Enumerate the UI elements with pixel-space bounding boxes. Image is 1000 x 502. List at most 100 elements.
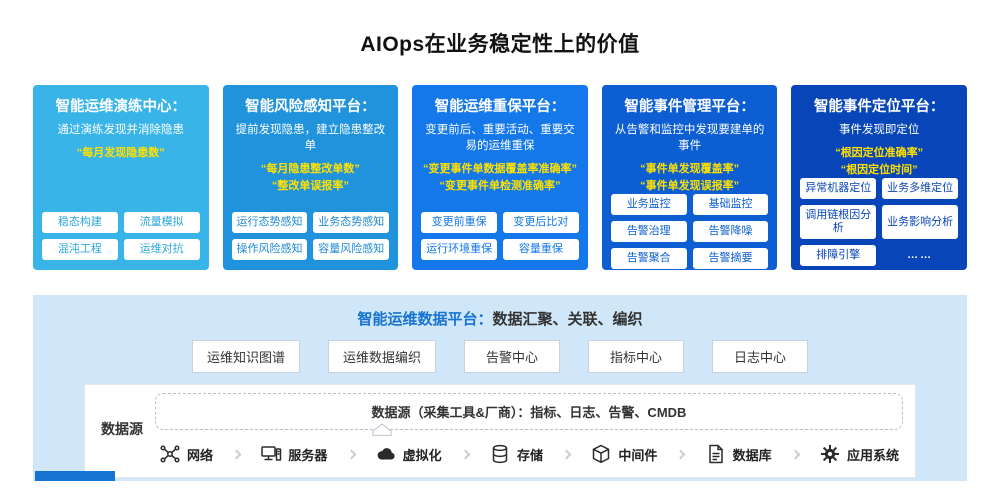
source-label-text: 网络 xyxy=(187,447,214,463)
panel-button-grid: 业务监控 基础监控 告警治理 告警降噪 告警聚合 告警摘要 xyxy=(610,194,769,270)
accent-bar xyxy=(35,471,115,481)
metric-text: “整改单误报率” xyxy=(271,179,349,192)
panel-button[interactable]: 容量风险感知 xyxy=(313,239,390,260)
virtualization-cloud-icon xyxy=(375,443,397,465)
platform-button-log-center[interactable]: 日志中心 xyxy=(712,340,809,373)
panel-button[interactable]: 异常机器定位 xyxy=(800,178,877,200)
database-file-icon xyxy=(705,443,727,465)
panel-title: 智能运维重保平台： xyxy=(434,99,566,115)
source-item-server: 服务器 xyxy=(260,443,327,465)
source-label-text: 服务器 xyxy=(288,447,328,463)
chevron-right-icon xyxy=(231,449,242,459)
platform-button-knowledge-graph[interactable]: 运维知识图谱 xyxy=(191,340,300,373)
metric-text: “变更事件单数据覆盖率准确率” xyxy=(422,163,577,176)
data-platform-section: 智能运维数据平台：数据汇聚、关联、编织 运维知识图谱 运维数据编织 告警中心 指… xyxy=(33,295,967,481)
platform-button-metric-center[interactable]: 指标中心 xyxy=(588,340,685,373)
collector-banner-text: 数据源（采集工具&厂商）：指标、日志、告警、CMDB xyxy=(371,405,687,420)
panel-subtitle: 变更前后、重要活动、重要交易的运维重保 xyxy=(425,124,575,153)
panel-button[interactable]: 业务多维定位 xyxy=(882,178,958,200)
metric-text: “每月发现隐患数” xyxy=(76,147,165,160)
panel-incident-location: 智能事件定位平台： 事件发现即定位 “根因定位准确率” “根因定位时间” 异常机… xyxy=(791,85,967,270)
panel-button[interactable]: 业务监控 xyxy=(610,194,687,216)
panel-button[interactable]: 排障引擎 xyxy=(800,245,877,267)
data-platform-title-strong: 智能运维数据平台： xyxy=(357,311,493,328)
source-item-middleware: 中间件 xyxy=(590,443,657,465)
panel-metrics: “事件单发现覆盖率” “事件单发现误报率” xyxy=(611,161,769,194)
panel-button[interactable]: 运行态势感知 xyxy=(231,212,308,233)
platform-button-alert-center[interactable]: 告警中心 xyxy=(464,340,561,373)
panel-button[interactable]: 调用链根因分析 xyxy=(800,205,877,240)
panel-title: 智能运维演练中心： xyxy=(55,99,187,115)
source-label-text: 虚拟化 xyxy=(402,447,442,463)
panel-button[interactable]: 基础监控 xyxy=(692,194,769,216)
collector-banner: 数据源（采集工具&厂商）：指标、日志、告警、CMDB xyxy=(155,393,903,437)
panel-button[interactable]: 容量重保 xyxy=(502,239,579,260)
application-gear-icon xyxy=(819,443,841,465)
panel-button[interactable]: 变更后比对 xyxy=(502,212,579,233)
panel-incident-management: 智能事件管理平台： 从告警和监控中发现要建单的事件 “事件单发现覆盖率” “事件… xyxy=(601,85,778,270)
metric-text: “根因定位时间” xyxy=(840,163,918,176)
source-item-application: 应用系统 xyxy=(819,443,899,465)
metric-text: “变更事件单检测准确率” xyxy=(439,179,561,192)
panel-assurance: 智能运维重保平台： 变更前后、重要活动、重要交易的运维重保 “变更事件单数据覆盖… xyxy=(412,85,588,270)
panel-button[interactable]: 告警聚合 xyxy=(610,248,687,270)
source-label-text: 存储 xyxy=(516,447,543,463)
panel-subtitle: 通过演练发现并消除隐患 xyxy=(57,124,185,136)
source-item-database: 数据库 xyxy=(705,443,772,465)
platform-button-data-weaving[interactable]: 运维数据编织 xyxy=(328,340,437,373)
panel-button[interactable]: 混沌工程 xyxy=(42,239,118,260)
panel-button[interactable]: 流量模拟 xyxy=(123,212,200,233)
panel-button-grid: 运行态势感知 业务态势感知 操作风险感知 容量风险感知 xyxy=(231,212,390,260)
panel-button[interactable]: 告警摘要 xyxy=(692,248,769,270)
storage-icon xyxy=(489,443,511,465)
panel-button[interactable]: 操作风险感知 xyxy=(231,239,308,260)
up-arrow-icon xyxy=(372,423,392,437)
network-icon xyxy=(159,443,181,465)
source-item-virtualization: 虚拟化 xyxy=(375,443,442,465)
chevron-right-icon xyxy=(460,449,471,459)
panel-subtitle: 提前发现隐患，建立隐患整改单 xyxy=(235,124,386,153)
data-platform-buttons-row: 运维知识图谱 运维数据编织 告警中心 指标中心 日志中心 xyxy=(33,340,967,373)
panel-title: 智能事件管理平台： xyxy=(624,99,755,115)
data-platform-title: 智能运维数据平台：数据汇聚、关联、编织 xyxy=(33,308,967,329)
data-source-box: 数据源 数据源（采集工具&厂商）：指标、日志、告警、CMDB xyxy=(84,384,916,478)
panel-metrics: “根因定位准确率” “根因定位时间” xyxy=(800,145,958,178)
panel-metrics: “每月发现隐患数” xyxy=(42,145,200,162)
more-ellipsis: …… xyxy=(907,249,934,262)
metric-text: “事件单发现覆盖率” xyxy=(640,163,740,176)
panel-drill-center: 智能运维演练中心： 通过演练发现并消除隐患 “每月发现隐患数” 稳态构建 流量模… xyxy=(33,85,209,270)
panel-risk-perception: 智能风险感知平台： 提前发现隐患，建立隐患整改单 “每月隐患整改单数” “整改单… xyxy=(222,85,399,270)
server-icon xyxy=(260,443,282,465)
panel-title: 智能事件定位平台： xyxy=(813,99,945,115)
panel-subtitle: 事件发现即定位 xyxy=(838,124,920,136)
panel-button[interactable]: 业务影响分析 xyxy=(882,205,958,240)
panel-button[interactable]: 告警治理 xyxy=(610,221,687,243)
data-source-content: 数据源（采集工具&厂商）：指标、日志、告警、CMDB 网络 xyxy=(155,393,903,465)
sources-row: 网络 服务器 xyxy=(155,443,903,465)
chevron-right-icon xyxy=(346,449,356,459)
data-platform-title-rest: 数据汇聚、关联、编织 xyxy=(492,311,643,328)
chevron-right-icon xyxy=(676,449,686,459)
middleware-cube-icon xyxy=(590,443,612,465)
source-item-storage: 存储 xyxy=(489,443,543,465)
panel-button[interactable]: 变更前重保 xyxy=(421,212,497,233)
panel-title: 智能风险感知平台： xyxy=(245,99,376,115)
source-label-text: 中间件 xyxy=(618,447,658,463)
source-label-text: 应用系统 xyxy=(846,447,899,463)
chevron-right-icon xyxy=(561,449,572,459)
panel-metrics: “变更事件单数据覆盖率准确率” “变更事件单检测准确率” xyxy=(421,161,579,194)
panel-button-grid: 异常机器定位 业务多维定位 调用链根因分析 业务影响分析 排障引擎 …… xyxy=(800,178,958,267)
panel-button[interactable]: 稳态构建 xyxy=(42,212,118,233)
panel-button[interactable]: 业务态势感知 xyxy=(313,212,390,233)
panel-button[interactable]: 运维对抗 xyxy=(123,239,200,260)
data-source-label: 数据源 xyxy=(101,421,143,437)
platform-panels-row: 智能运维演练中心： 通过演练发现并消除隐患 “每月发现隐患数” 稳态构建 流量模… xyxy=(33,85,967,270)
page-title: AIOps在业务稳定性上的价值 xyxy=(360,33,640,56)
panel-button[interactable]: 告警降噪 xyxy=(692,221,769,243)
metric-text: “每月隐患整改单数” xyxy=(260,163,360,176)
metric-text: “根因定位准确率” xyxy=(835,147,924,160)
panel-subtitle: 从告警和监控中发现要建单的事件 xyxy=(614,124,765,153)
panel-button[interactable]: 运行环境重保 xyxy=(421,239,497,260)
panel-metrics: “每月隐患整改单数” “整改单误报率” xyxy=(232,161,390,194)
